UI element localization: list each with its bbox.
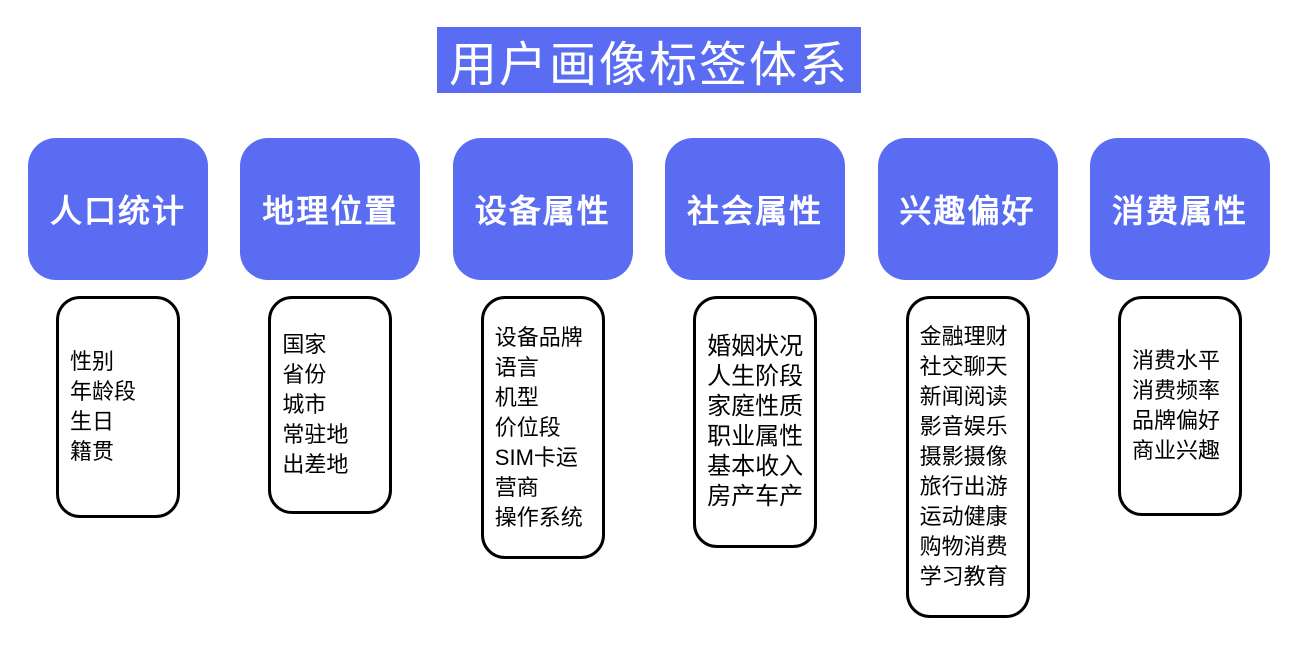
- tag-item: 品牌偏好: [1131, 408, 1220, 433]
- tag-item: 营商: [494, 474, 539, 500]
- tag-item: 婚姻状况: [707, 333, 804, 360]
- tag-item: 人生阶段: [707, 363, 804, 390]
- tag-item: 商业兴趣: [1131, 438, 1220, 463]
- tag-item: 设备品牌: [494, 324, 583, 350]
- tag-list: 国家省份城市常驻地出差地: [282, 330, 383, 480]
- tag-list-card: 金融理财社交聊天新闻阅读影音娱乐摄影摄像旅行出游运动健康购物消费学习教育: [905, 296, 1030, 618]
- category-column: 社会属性 婚姻状况人生阶段家庭性质职业属性基本收入房产车产: [665, 138, 846, 548]
- tag-item: 省份: [282, 362, 327, 387]
- tag-item: 国家: [282, 332, 327, 357]
- category-header: 兴趣偏好: [877, 138, 1058, 280]
- diagram-title: 用户画像标签体系: [436, 27, 861, 93]
- tag-list-card: 婚姻状况人生阶段家庭性质职业属性基本收入房产车产: [693, 296, 818, 548]
- tag-item: 金融理财: [919, 324, 1008, 349]
- tag-item: 操作系统: [494, 504, 583, 530]
- tag-item: 学习教育: [919, 564, 1008, 589]
- tag-item: 出差地: [282, 452, 349, 477]
- category-column: 地理位置 国家省份城市常驻地出差地: [240, 138, 421, 514]
- tag-item: 常驻地: [282, 422, 349, 447]
- category-column: 兴趣偏好 金融理财社交聊天新闻阅读影音娱乐摄影摄像旅行出游运动健康购物消费学习教…: [877, 138, 1058, 618]
- category-header: 人口统计: [28, 138, 208, 280]
- tag-item: 购物消费: [919, 534, 1008, 559]
- tag-list: 消费水平消费频率品牌偏好商业兴趣: [1132, 346, 1233, 466]
- tag-list-card: 消费水平消费频率品牌偏好商业兴趣: [1117, 296, 1242, 516]
- category-column: 消费属性 消费水平消费频率品牌偏好商业兴趣: [1089, 138, 1270, 516]
- tag-list: 金融理财社交聊天新闻阅读影音娱乐摄影摄像旅行出游运动健康购物消费学习教育: [920, 322, 1021, 592]
- tag-item: 消费频率: [1131, 378, 1220, 403]
- tag-item: 年龄段: [70, 379, 137, 404]
- title-row: 用户画像标签体系: [0, 27, 1298, 93]
- category-columns: 人口统计 性别年龄段生日籍贯 地理位置 国家省份城市常驻地出差地 设备属性 设备…: [0, 138, 1298, 618]
- tag-item: 运动健康: [919, 504, 1008, 529]
- tag-item: 旅行出游: [919, 474, 1008, 499]
- tag-item: 语言: [494, 354, 539, 380]
- tag-item: 机型: [494, 384, 539, 410]
- tag-item: 性别: [70, 349, 115, 374]
- category-header: 社会属性: [665, 138, 846, 280]
- tag-item: 价位段: [494, 414, 561, 440]
- tag-item: 影音娱乐: [919, 414, 1008, 439]
- category-header: 地理位置: [240, 138, 421, 280]
- tag-item: SIM卡运: [494, 444, 578, 470]
- category-header: 消费属性: [1089, 138, 1270, 280]
- tag-item: 职业属性: [707, 423, 804, 450]
- tag-list: 设备品牌语言机型价位段 SIM卡运营商操作系统: [495, 323, 596, 533]
- tag-item: 摄影摄像: [919, 444, 1008, 469]
- tag-item: 消费水平: [1131, 348, 1220, 373]
- category-column: 设备属性 设备品牌语言机型价位段 SIM卡运营商操作系统: [452, 138, 633, 559]
- tag-item: 城市: [282, 392, 327, 417]
- tag-item: 房产车产: [707, 483, 804, 510]
- tag-item: 家庭性质: [707, 393, 804, 420]
- category-header: 设备属性: [452, 138, 633, 280]
- tag-list: 婚姻状况人生阶段家庭性质职业属性基本收入房产车产: [707, 332, 808, 512]
- tag-list-card: 设备品牌语言机型价位段 SIM卡运营商操作系统: [480, 296, 605, 559]
- tag-item: 新闻阅读: [919, 384, 1008, 409]
- tag-item: 社交聊天: [919, 354, 1008, 379]
- tag-list-card: 性别年龄段生日籍贯: [56, 296, 180, 518]
- tag-item: 籍贯: [70, 439, 115, 464]
- category-column: 人口统计 性别年龄段生日籍贯: [28, 138, 208, 518]
- tag-list-card: 国家省份城市常驻地出差地: [268, 296, 393, 514]
- tag-item: 生日: [70, 409, 115, 434]
- tag-item: 基本收入: [707, 453, 804, 480]
- tag-list: 性别年龄段生日籍贯: [70, 347, 171, 467]
